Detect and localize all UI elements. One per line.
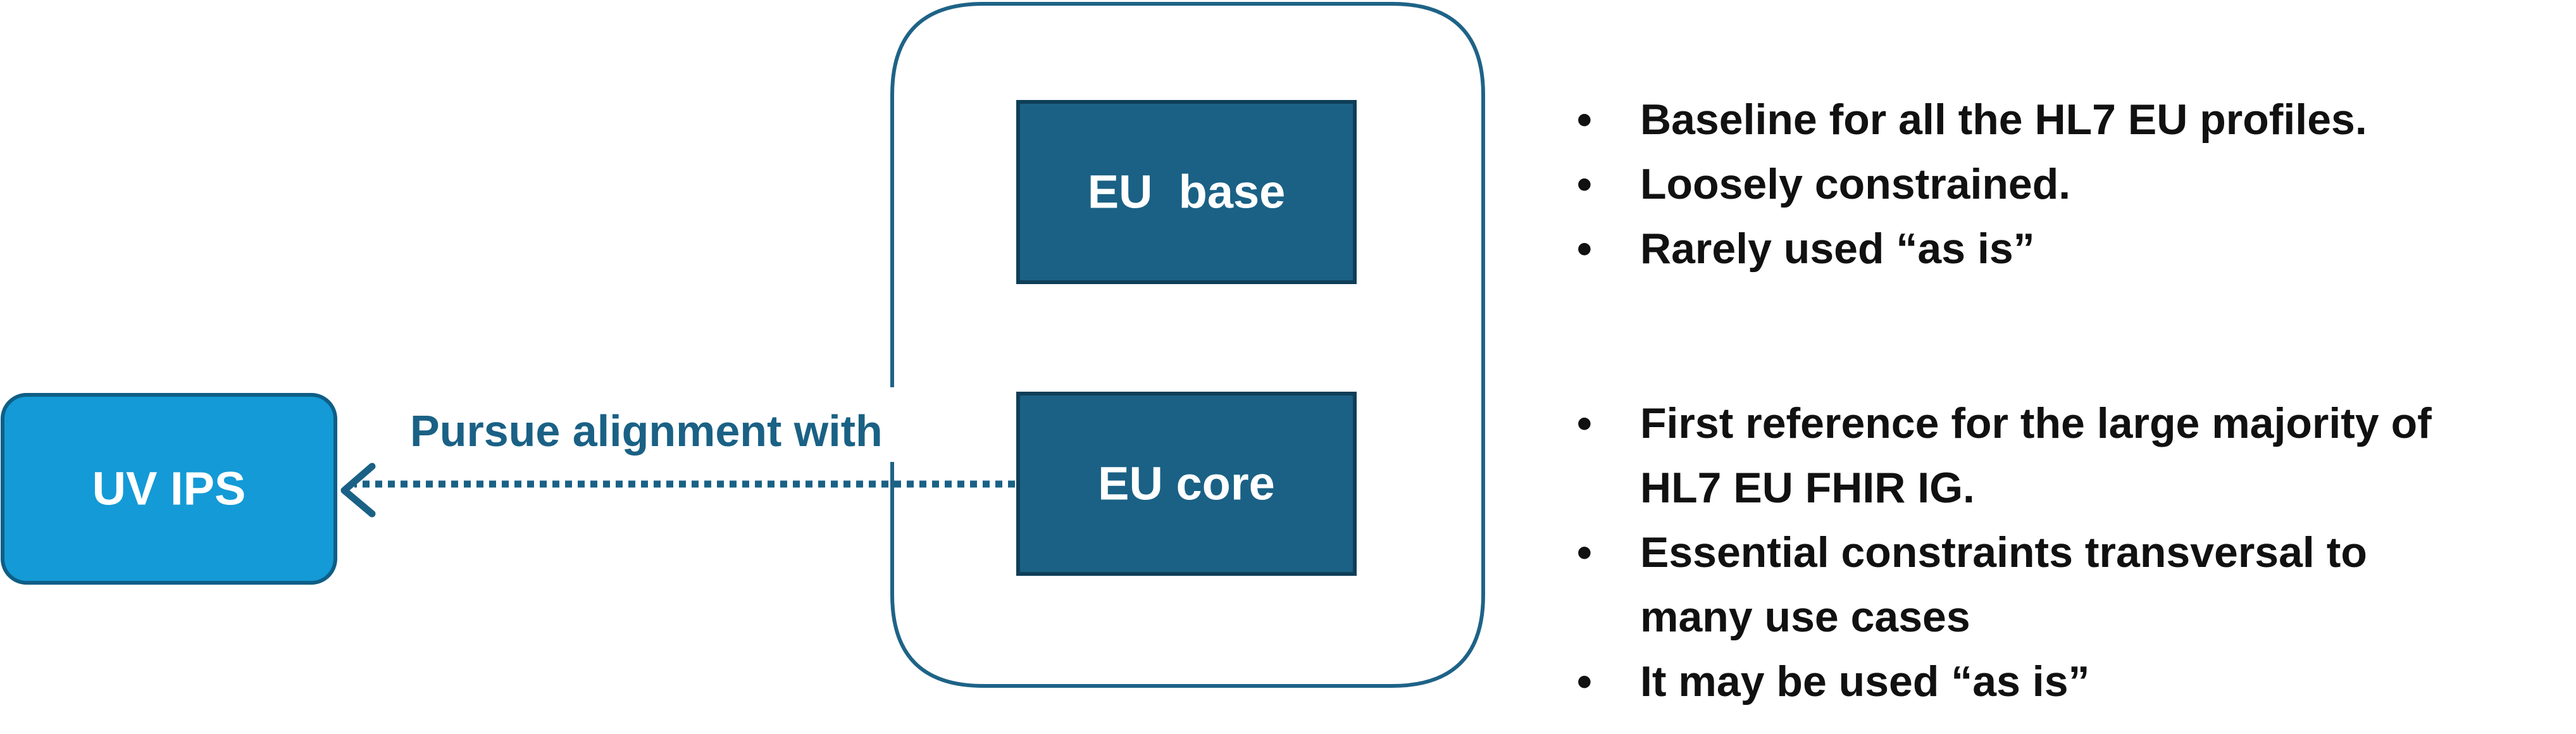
eu-base-notes: • Baseline for all the HL7 EU profiles. … bbox=[1576, 87, 2367, 281]
eu-container-outline bbox=[890, 2, 1485, 688]
eu-core-label: EU core bbox=[1098, 457, 1275, 510]
note-item: • Baseline for all the HL7 EU profiles. bbox=[1576, 87, 2367, 152]
bullet-dot-icon: • bbox=[1577, 225, 1592, 273]
eu-base-node[interactable]: EU base bbox=[1016, 100, 1357, 284]
uv-ips-node[interactable]: UV IPS bbox=[1, 393, 337, 585]
bullet-dot-icon: • bbox=[1577, 96, 1592, 144]
note-item: • First reference for the large majority… bbox=[1576, 391, 2432, 520]
open-chevron-arrowhead-icon bbox=[340, 463, 376, 518]
note-item: • It may be used “as is” bbox=[1576, 649, 2432, 714]
note-item: • Rarely used “as is” bbox=[1576, 216, 2367, 281]
edge-label: Pursue alignment with bbox=[410, 406, 883, 456]
bullet-dot-icon: • bbox=[1577, 160, 1592, 208]
note-text: Rarely used “as is” bbox=[1640, 225, 2035, 273]
eu-base-box bbox=[1016, 100, 1357, 284]
eu-base-label: EU base bbox=[1088, 166, 1286, 218]
uv-ips-label: UV IPS bbox=[92, 463, 246, 515]
eu-core-box bbox=[1016, 392, 1357, 576]
bullet-dot-icon: • bbox=[1577, 528, 1592, 576]
note-text: Baseline for all the HL7 EU profiles. bbox=[1640, 96, 2367, 144]
eu-core-notes: • First reference for the large majority… bbox=[1576, 391, 2432, 714]
note-text: Essential constraints transversal to bbox=[1640, 528, 2367, 576]
eu-core-node[interactable]: EU core bbox=[1016, 392, 1357, 576]
bullet-dot-icon: • bbox=[1577, 399, 1592, 447]
uv-ips-box bbox=[1, 393, 337, 585]
note-text-continued: HL7 EU FHIR IG. bbox=[1640, 464, 1975, 512]
note-text: Loosely constrained. bbox=[1640, 160, 2071, 208]
note-text: First reference for the large majority o… bbox=[1640, 399, 2432, 447]
note-text-continued: many use cases bbox=[1640, 593, 1970, 641]
note-item: • Loosely constrained. bbox=[1576, 152, 2367, 216]
note-item: • Essential constraints transversal to m… bbox=[1576, 520, 2432, 649]
note-text: It may be used “as is” bbox=[1640, 657, 2090, 706]
bullet-dot-icon: • bbox=[1577, 657, 1592, 706]
alignment-connector bbox=[340, 463, 1015, 518]
